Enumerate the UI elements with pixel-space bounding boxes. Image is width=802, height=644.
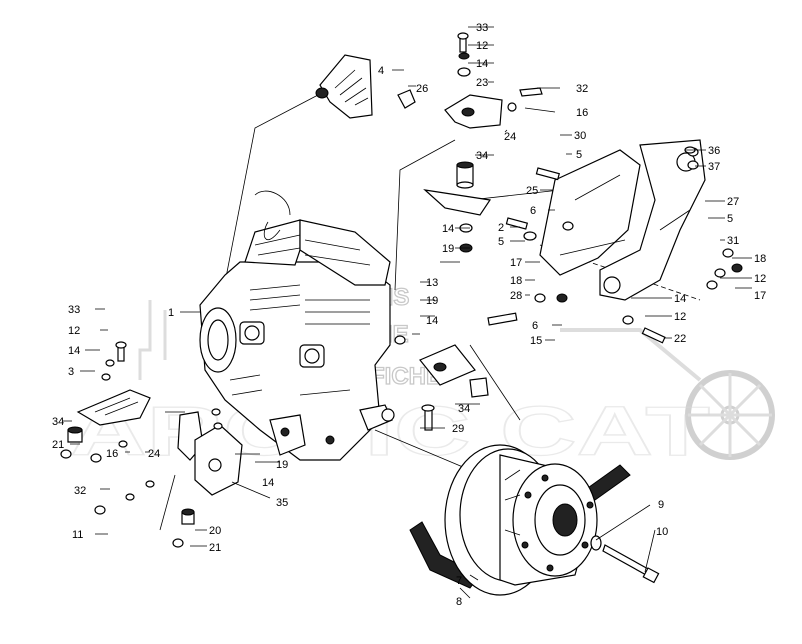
label-27: 27 (727, 196, 739, 208)
center-mount (394, 335, 489, 431)
label-18b: 18 (754, 253, 766, 265)
watermark: ARCTIC CAT HSMS ONLINE MICROFICHE (69, 283, 775, 471)
label-16b: 16 (106, 448, 118, 460)
label-21: 21 (52, 439, 64, 451)
label-8: 8 (456, 596, 462, 608)
label-31: 31 (727, 235, 739, 247)
label-14c: 14 (674, 293, 686, 305)
label-35: 35 (276, 497, 288, 509)
label-19b: 19 (426, 295, 438, 307)
label-34c: 34 (52, 416, 64, 428)
label-12b: 12 (754, 273, 766, 285)
label-14b: 14 (442, 223, 454, 235)
label-12: 12 (476, 40, 488, 52)
drive-clutch (409, 444, 660, 596)
label-15: 15 (530, 335, 542, 347)
label-14f: 14 (262, 477, 274, 489)
label-30: 30 (574, 130, 586, 142)
engine-block (199, 190, 395, 461)
label-18: 18 (510, 275, 522, 287)
label-17b: 17 (754, 290, 766, 302)
label-19: 19 (442, 243, 454, 255)
label-26: 26 (416, 83, 428, 95)
label-14e: 14 (68, 345, 80, 357)
part-4-bracket (315, 54, 416, 119)
label-3: 3 (68, 366, 74, 378)
left-mount-bracket (60, 341, 151, 459)
label-21b: 21 (209, 542, 221, 554)
label-25: 25 (526, 185, 538, 197)
label-24: 24 (504, 131, 516, 143)
label-6: 6 (530, 205, 536, 217)
label-24b: 24 (148, 448, 160, 460)
label-34b: 34 (458, 403, 470, 415)
label-7: 7 (456, 575, 462, 587)
lower-left-mount (90, 408, 243, 548)
part-labels: 33 12 14 23 32 16 24 34 30 5 25 6 2 5 14… (52, 22, 766, 608)
label-1: 1 (168, 307, 174, 319)
label-32: 32 (576, 83, 588, 95)
label-29: 29 (452, 423, 464, 435)
label-11: 11 (72, 529, 83, 541)
label-32b: 32 (74, 485, 86, 497)
label-28: 28 (510, 290, 522, 302)
label-34: 34 (476, 150, 488, 162)
label-12d: 12 (68, 325, 80, 337)
label-9: 9 (658, 499, 664, 511)
label-13: 13 (426, 277, 438, 289)
label-33b: 33 (68, 304, 80, 316)
label-5: 5 (576, 149, 582, 161)
label-leaders (62, 26, 752, 599)
label-22: 22 (674, 333, 686, 345)
label-2: 2 (498, 222, 504, 234)
label-37: 37 (708, 161, 720, 173)
label-12c: 12 (674, 311, 686, 323)
label-20: 20 (209, 525, 221, 537)
label-5c: 5 (727, 213, 733, 225)
label-4: 4 (378, 65, 384, 77)
label-6b: 6 (532, 320, 538, 332)
label-17: 17 (510, 257, 522, 269)
watermark-brand: ARCTIC CAT (70, 392, 710, 470)
label-19c: 19 (276, 459, 288, 471)
right-mount-bracket (487, 139, 743, 344)
label-33: 33 (476, 22, 488, 34)
label-16: 16 (576, 107, 588, 119)
label-14d: 14 (426, 315, 438, 327)
label-36: 36 (708, 145, 720, 157)
label-14: 14 (476, 58, 488, 70)
label-5b: 5 (498, 236, 504, 248)
label-23: 23 (476, 77, 488, 89)
top-mount-stack (423, 32, 543, 253)
label-10: 10 (656, 526, 668, 538)
